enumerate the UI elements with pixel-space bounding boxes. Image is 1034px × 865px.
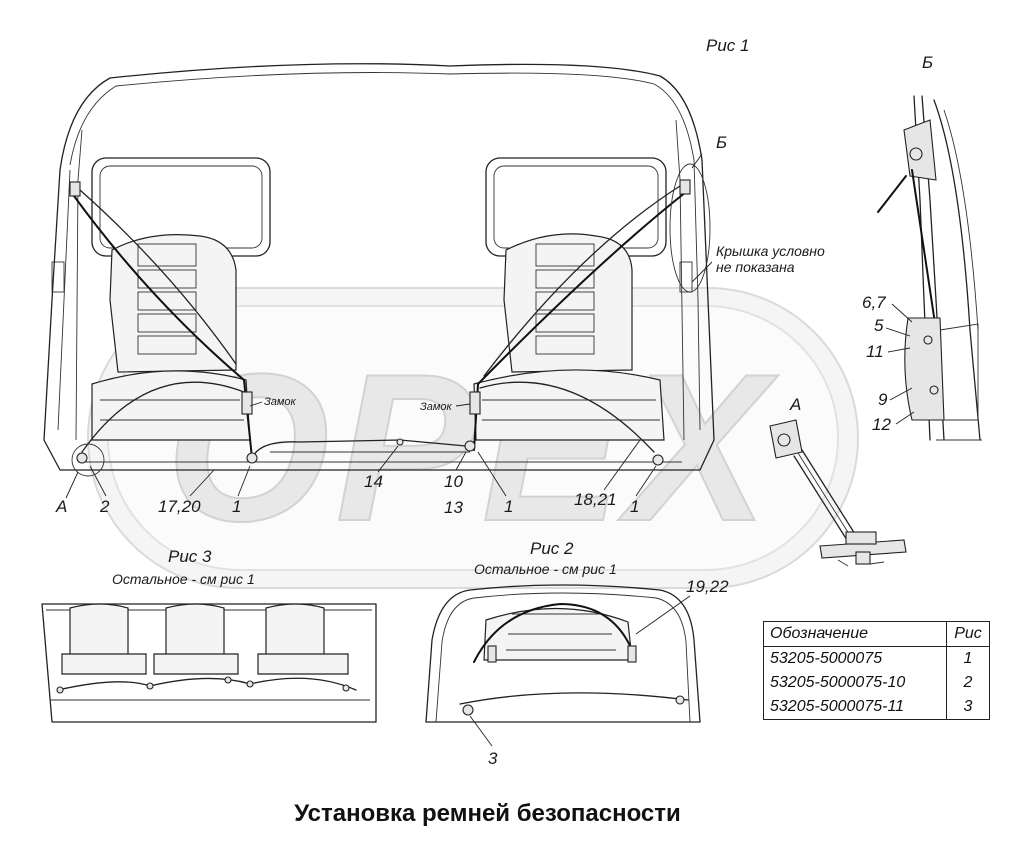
table-cell-code: 53205-5000075-10 (763, 671, 947, 695)
table-cell-code: 53205-5000075 (763, 646, 947, 671)
callout-12: 12 (872, 415, 891, 434)
fig1-caption: Рис 1 (706, 36, 749, 55)
fig3-caption: Рис 3 (168, 547, 212, 566)
callout-2: 2 (99, 497, 110, 516)
lock-left-label: Замок (264, 396, 297, 408)
callout-1-mid: 1 (504, 497, 513, 516)
table-cell-code: 53205-5000075-11 (763, 695, 947, 720)
marker-b-label: Б (716, 133, 727, 152)
watermark: OPEX (87, 287, 859, 589)
fig3-note: Остальное - см рис 1 (112, 571, 255, 587)
callout-17-20: 17,20 (158, 497, 201, 516)
table-row: 53205-5000075-10 2 (763, 671, 990, 695)
table-header-designation: Обозначение (763, 621, 947, 647)
fig3-cab-outline (41, 603, 377, 723)
fig2-note: Остальное - см рис 1 (474, 561, 617, 577)
fig2-caption: Рис 2 (530, 539, 574, 558)
callout-14: 14 (364, 472, 383, 491)
cover-note-line1: Крышка условно (716, 243, 825, 259)
fig1-seat-right (473, 233, 665, 441)
callout-18-21: 18,21 (574, 490, 617, 509)
table-cell-fig: 3 (946, 695, 990, 720)
callout-19-22: 19,22 (686, 577, 729, 596)
fig1-belts (69, 163, 711, 477)
fig1-seat-left (91, 234, 251, 441)
callout-5: 5 (874, 316, 884, 335)
fig2-cab-outline (425, 584, 701, 723)
detail-a-caption: А (789, 395, 801, 414)
cover-note-line2: не показана (716, 259, 795, 275)
table-header-fig: Рис (946, 621, 990, 647)
table-cell-fig: 2 (946, 671, 990, 695)
marker-a-label: А (55, 497, 67, 516)
callout-9: 9 (878, 390, 888, 409)
callout-6-7: 6,7 (862, 293, 886, 312)
designation-table: Обозначение Рис 53205-5000075 1 53205-50… (763, 621, 990, 720)
callout-10: 10 (444, 472, 463, 491)
page-title: Установка ремней безопасности (294, 800, 681, 827)
callout-3: 3 (488, 749, 498, 768)
callout-13: 13 (444, 498, 463, 517)
lock-right-label: Замок (420, 401, 453, 413)
callout-11: 11 (866, 342, 884, 361)
watermark-text: OPEX (166, 330, 778, 565)
table-row: 53205-5000075-11 3 (763, 695, 990, 720)
detail-b-drawing (877, 95, 982, 441)
detail-a-drawing (769, 419, 907, 567)
table-cell-fig: 1 (946, 646, 990, 671)
callout-1-left: 1 (232, 497, 241, 516)
table-row: 53205-5000075 1 (763, 646, 990, 671)
callout-1-right: 1 (630, 497, 639, 516)
detail-b-caption: Б (922, 53, 933, 72)
table-header-row: Обозначение Рис (763, 621, 990, 647)
